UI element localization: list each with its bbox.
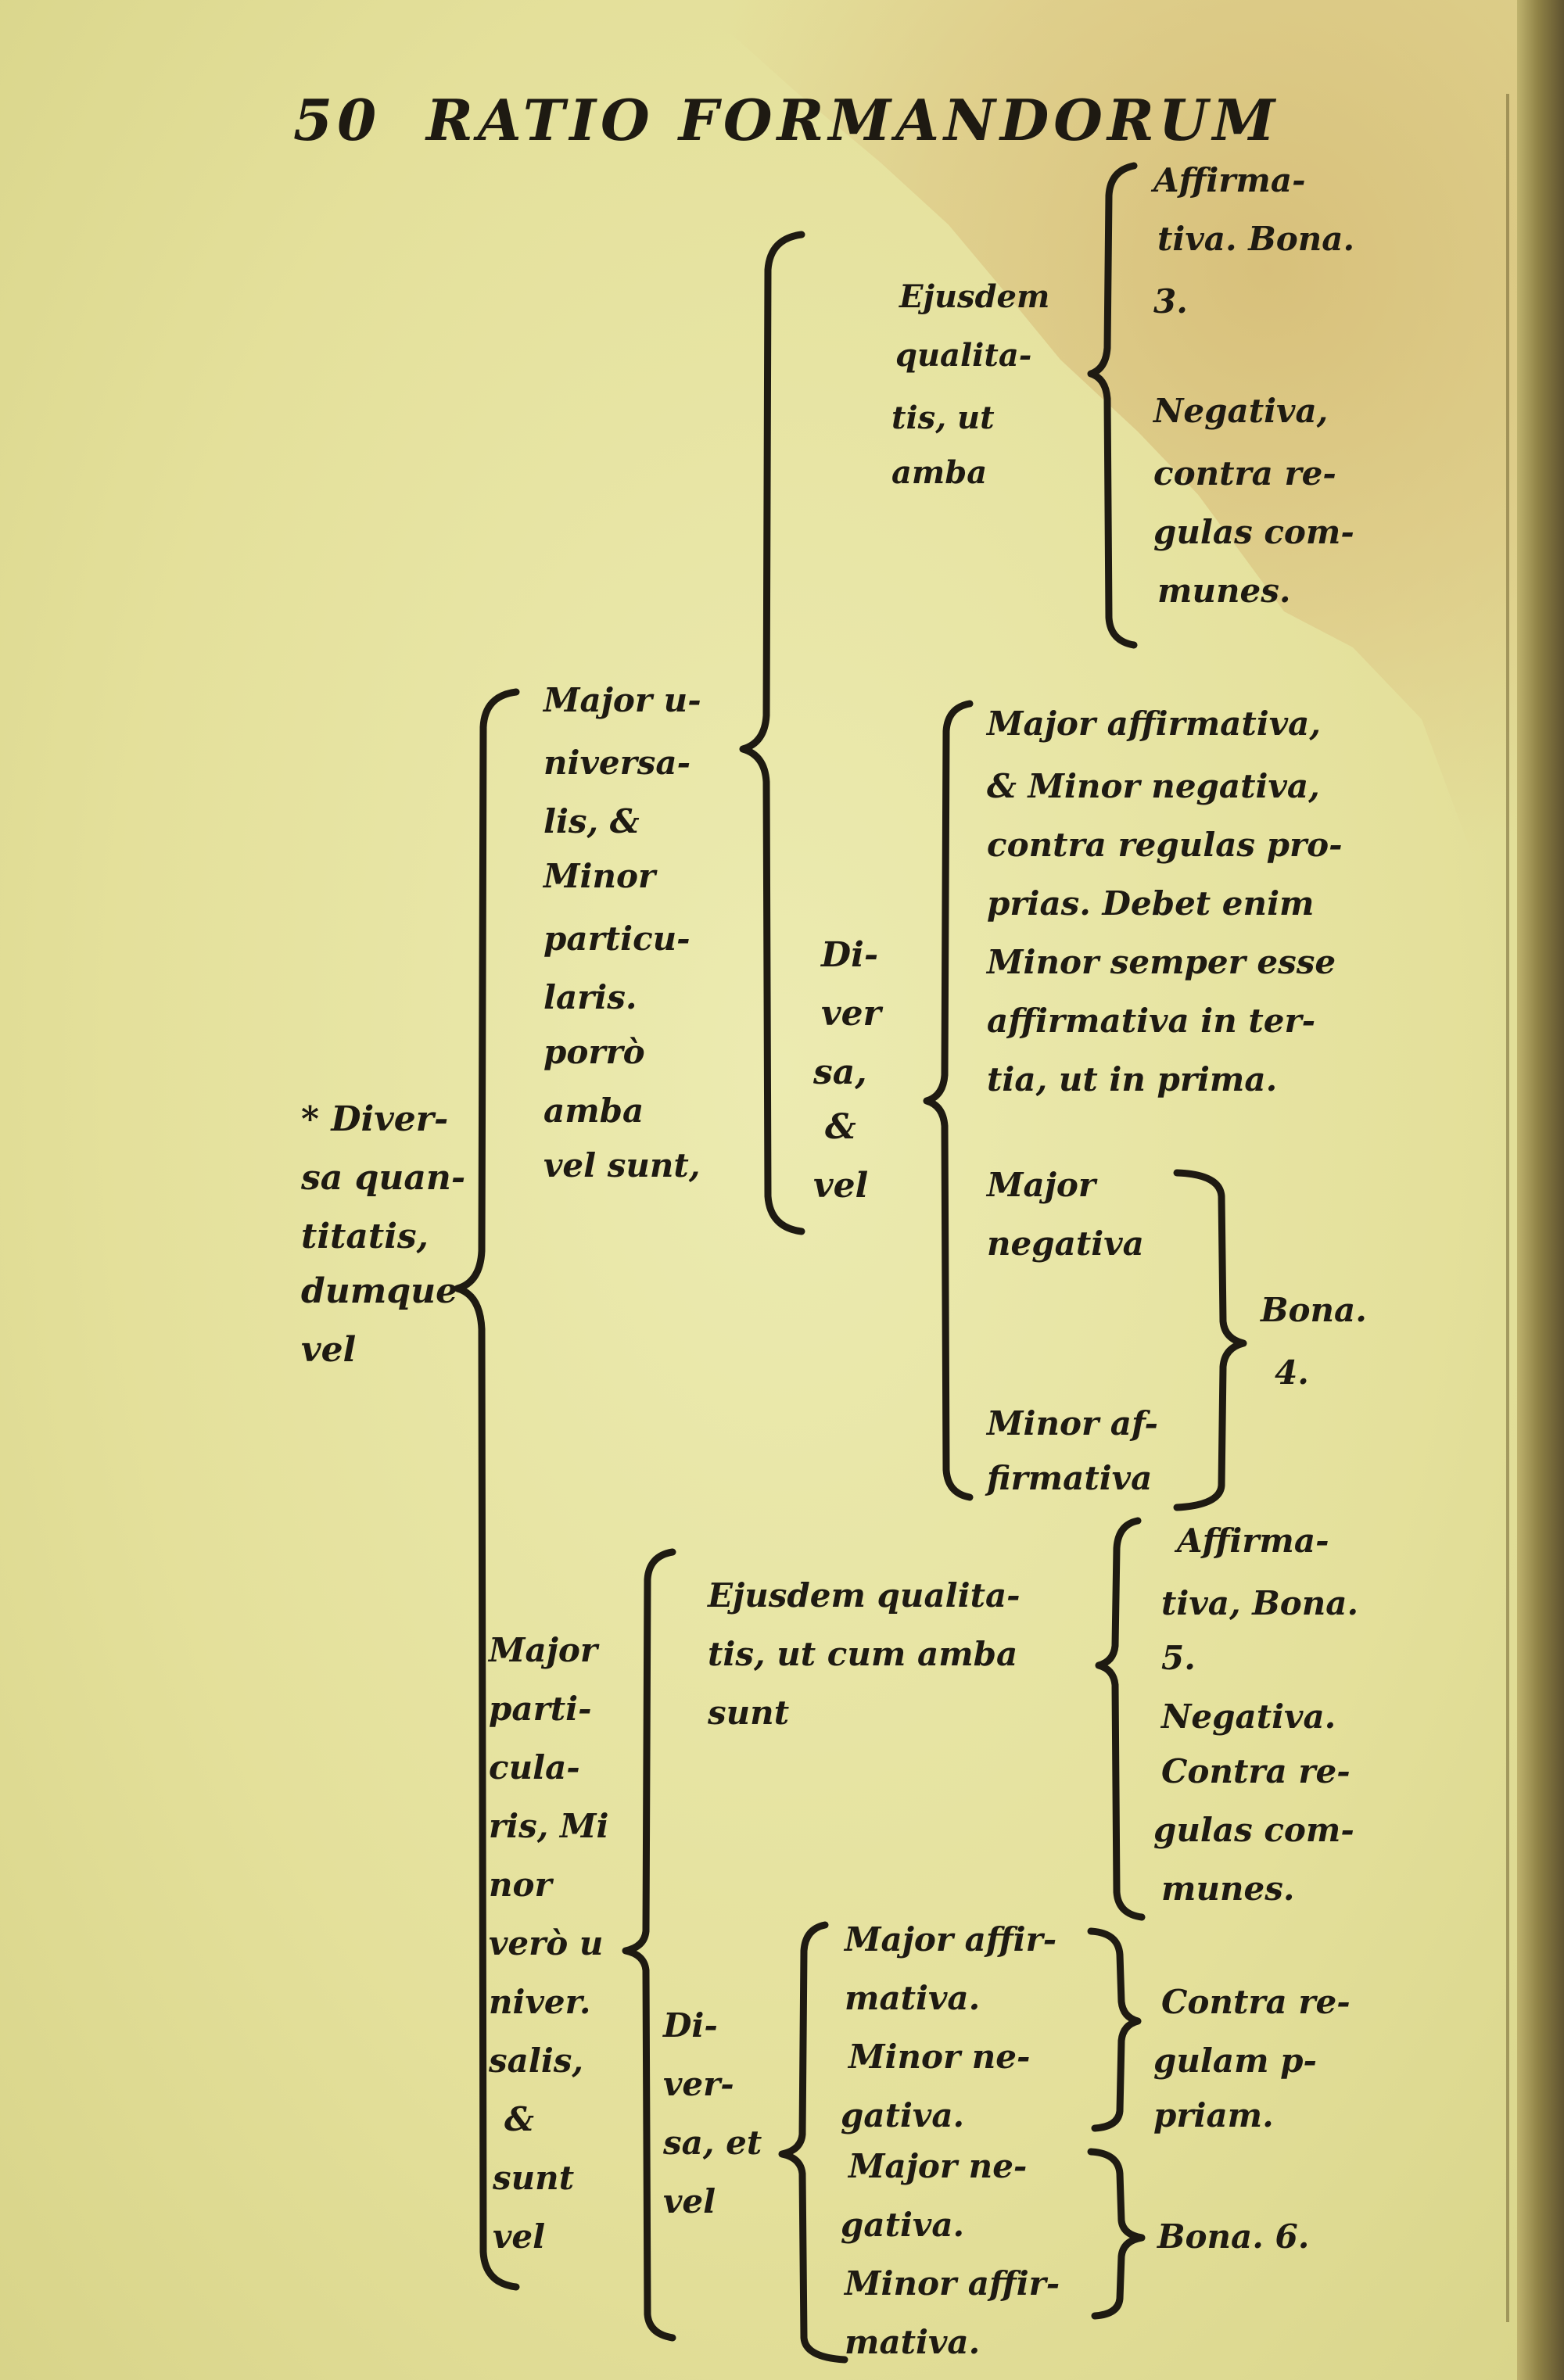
lower-neg-1: Negativa.	[1161, 1697, 1336, 1736]
upper-first-7: tia, ut in prima.	[987, 1060, 1278, 1099]
upper-diverse-brace	[923, 700, 974, 1501]
upper-neg-4: munes.	[1157, 572, 1291, 610]
lower-pair2-result: Bona. 6.	[1157, 2217, 1310, 2256]
lower-cond-11: vel	[493, 2217, 546, 2256]
upper-cond-3: lis, &	[543, 802, 640, 841]
upper-same-brace	[1087, 162, 1138, 649]
upper-div-4: &	[825, 1107, 856, 1147]
upper-result-1: Bona.	[1261, 1291, 1367, 1329]
upper-aff-3: 3.	[1153, 282, 1188, 321]
upper-cond-9: vel sunt,	[543, 1146, 701, 1185]
lower-brace	[622, 1548, 676, 2342]
upper-div-5: vel	[813, 1166, 869, 1206]
lower-pair1-result-1: Contra re-	[1161, 1983, 1351, 2021]
upper-cond-2: niversa-	[543, 744, 691, 782]
root-brace	[454, 688, 520, 2291]
lower-cond-6: verò u	[489, 1924, 604, 1962]
lower-cond-5: nor	[489, 1866, 552, 1904]
lower-div-2: ver-	[663, 2065, 734, 2103]
lower-pair2-4: mativa.	[845, 2323, 981, 2361]
upper-cond-4: Minor	[543, 857, 656, 895]
upper-same-4: amba	[891, 454, 988, 491]
lower-pair1-result-3: priam.	[1153, 2096, 1274, 2134]
upper-cond-1: Major u-	[543, 681, 701, 719]
lower-aff-1: Affirma-	[1177, 1522, 1329, 1560]
lower-aff-2: tiva, Bona.	[1161, 1584, 1359, 1622]
lower-same-1: Ejusdem qualita-	[708, 1576, 1021, 1615]
page-gutter-line	[1506, 94, 1509, 2322]
lower-pair2-2: gativa.	[841, 2206, 965, 2244]
upper-aff-2: tiva. Bona.	[1157, 220, 1355, 258]
upper-first-5: Minor semper esse	[987, 943, 1336, 981]
lower-div-3: sa, et	[663, 2124, 762, 2162]
page-title: RATIO FORMANDORUM	[426, 87, 1280, 153]
upper-first-6: affirmativa in ter-	[987, 1002, 1316, 1040]
lower-cond-2: parti-	[489, 1690, 592, 1728]
lower-cond-7: niver.	[489, 1983, 591, 2021]
upper-first-2: & Minor negativa,	[987, 767, 1320, 805]
upper-div-1: Di-	[821, 935, 879, 975]
upper-major-1: Major	[987, 1166, 1096, 1204]
upper-first-4: prias. Debet enim	[987, 884, 1315, 923]
lower-pair2-1: Major ne-	[848, 2147, 1028, 2185]
upper-neg-2: contra re-	[1153, 454, 1336, 493]
page-edge	[1517, 0, 1564, 2380]
upper-cond-6: laris.	[543, 978, 637, 1016]
root-line-2: sa quan-	[301, 1158, 466, 1198]
upper-minor-1: Minor af-	[987, 1404, 1158, 1443]
lower-neg-2: Contra re-	[1161, 1752, 1351, 1790]
lower-pair1-3: Minor ne-	[848, 2038, 1031, 2076]
lower-same-3: sunt	[708, 1694, 790, 1732]
root-line-4: dumque	[301, 1271, 458, 1311]
upper-brace	[739, 231, 805, 1235]
upper-cond-7: porrò	[543, 1033, 645, 1071]
pair2-brace	[1087, 2148, 1146, 2320]
upper-major-2: negativa	[987, 1224, 1144, 1263]
upper-same-2: qualita-	[895, 337, 1032, 374]
upper-result-2: 4.	[1275, 1353, 1309, 1392]
upper-neg-1: Negativa,	[1153, 392, 1329, 430]
upper-same-1: Ejusdem	[899, 278, 1050, 315]
lower-div-4: vel	[663, 2182, 716, 2220]
upper-same-3: tis, ut	[891, 400, 995, 436]
lower-cond-1: Major	[489, 1631, 598, 1669]
root-line-3: titatis,	[301, 1217, 429, 1256]
root-line-5: vel	[301, 1330, 357, 1370]
lower-aff-3: 5.	[1161, 1639, 1196, 1677]
lower-neg-3: gulas com-	[1153, 1811, 1354, 1849]
lower-neg-4: munes.	[1161, 1869, 1295, 1908]
upper-minor-2: firmativa	[987, 1459, 1153, 1497]
upper-cond-5: particu-	[543, 919, 691, 958]
upper-first-1: Major affirmativa,	[987, 704, 1321, 743]
lower-cond-3: cula-	[489, 1748, 580, 1787]
lower-cond-9: &	[504, 2100, 534, 2138]
lower-div-1: Di-	[663, 2006, 718, 2045]
upper-div-3: sa,	[813, 1052, 867, 1092]
upper-neg-3: gulas com-	[1153, 513, 1354, 551]
bona4-brace	[1173, 1169, 1247, 1511]
lower-cond-10: sunt	[493, 2159, 575, 2197]
lower-cond-4: ris, Mi	[489, 1807, 609, 1845]
lower-cond-8: salis,	[489, 2041, 584, 2080]
upper-first-3: contra regulas pro-	[987, 826, 1343, 864]
upper-aff-1: Affirma-	[1153, 161, 1306, 199]
upper-cond-8: amba	[543, 1091, 644, 1130]
lower-same-brace	[1095, 1517, 1146, 1921]
lower-pair1-1: Major affir-	[845, 1920, 1057, 1959]
lower-pair1-4: gativa.	[841, 2096, 965, 2134]
lower-same-2: tis, ut cum amba	[708, 1635, 1018, 1673]
lower-diverse-brace	[778, 1921, 848, 2364]
lower-pair1-result-2: gulam p-	[1153, 2041, 1317, 2080]
pair1-brace	[1087, 1927, 1142, 2132]
lower-pair2-3: Minor affir-	[845, 2264, 1060, 2303]
page-number: 50	[293, 87, 382, 153]
upper-div-2: ver	[821, 994, 881, 1034]
lower-pair1-2: mativa.	[845, 1979, 981, 2017]
root-line-1: * Diver-	[301, 1099, 449, 1139]
